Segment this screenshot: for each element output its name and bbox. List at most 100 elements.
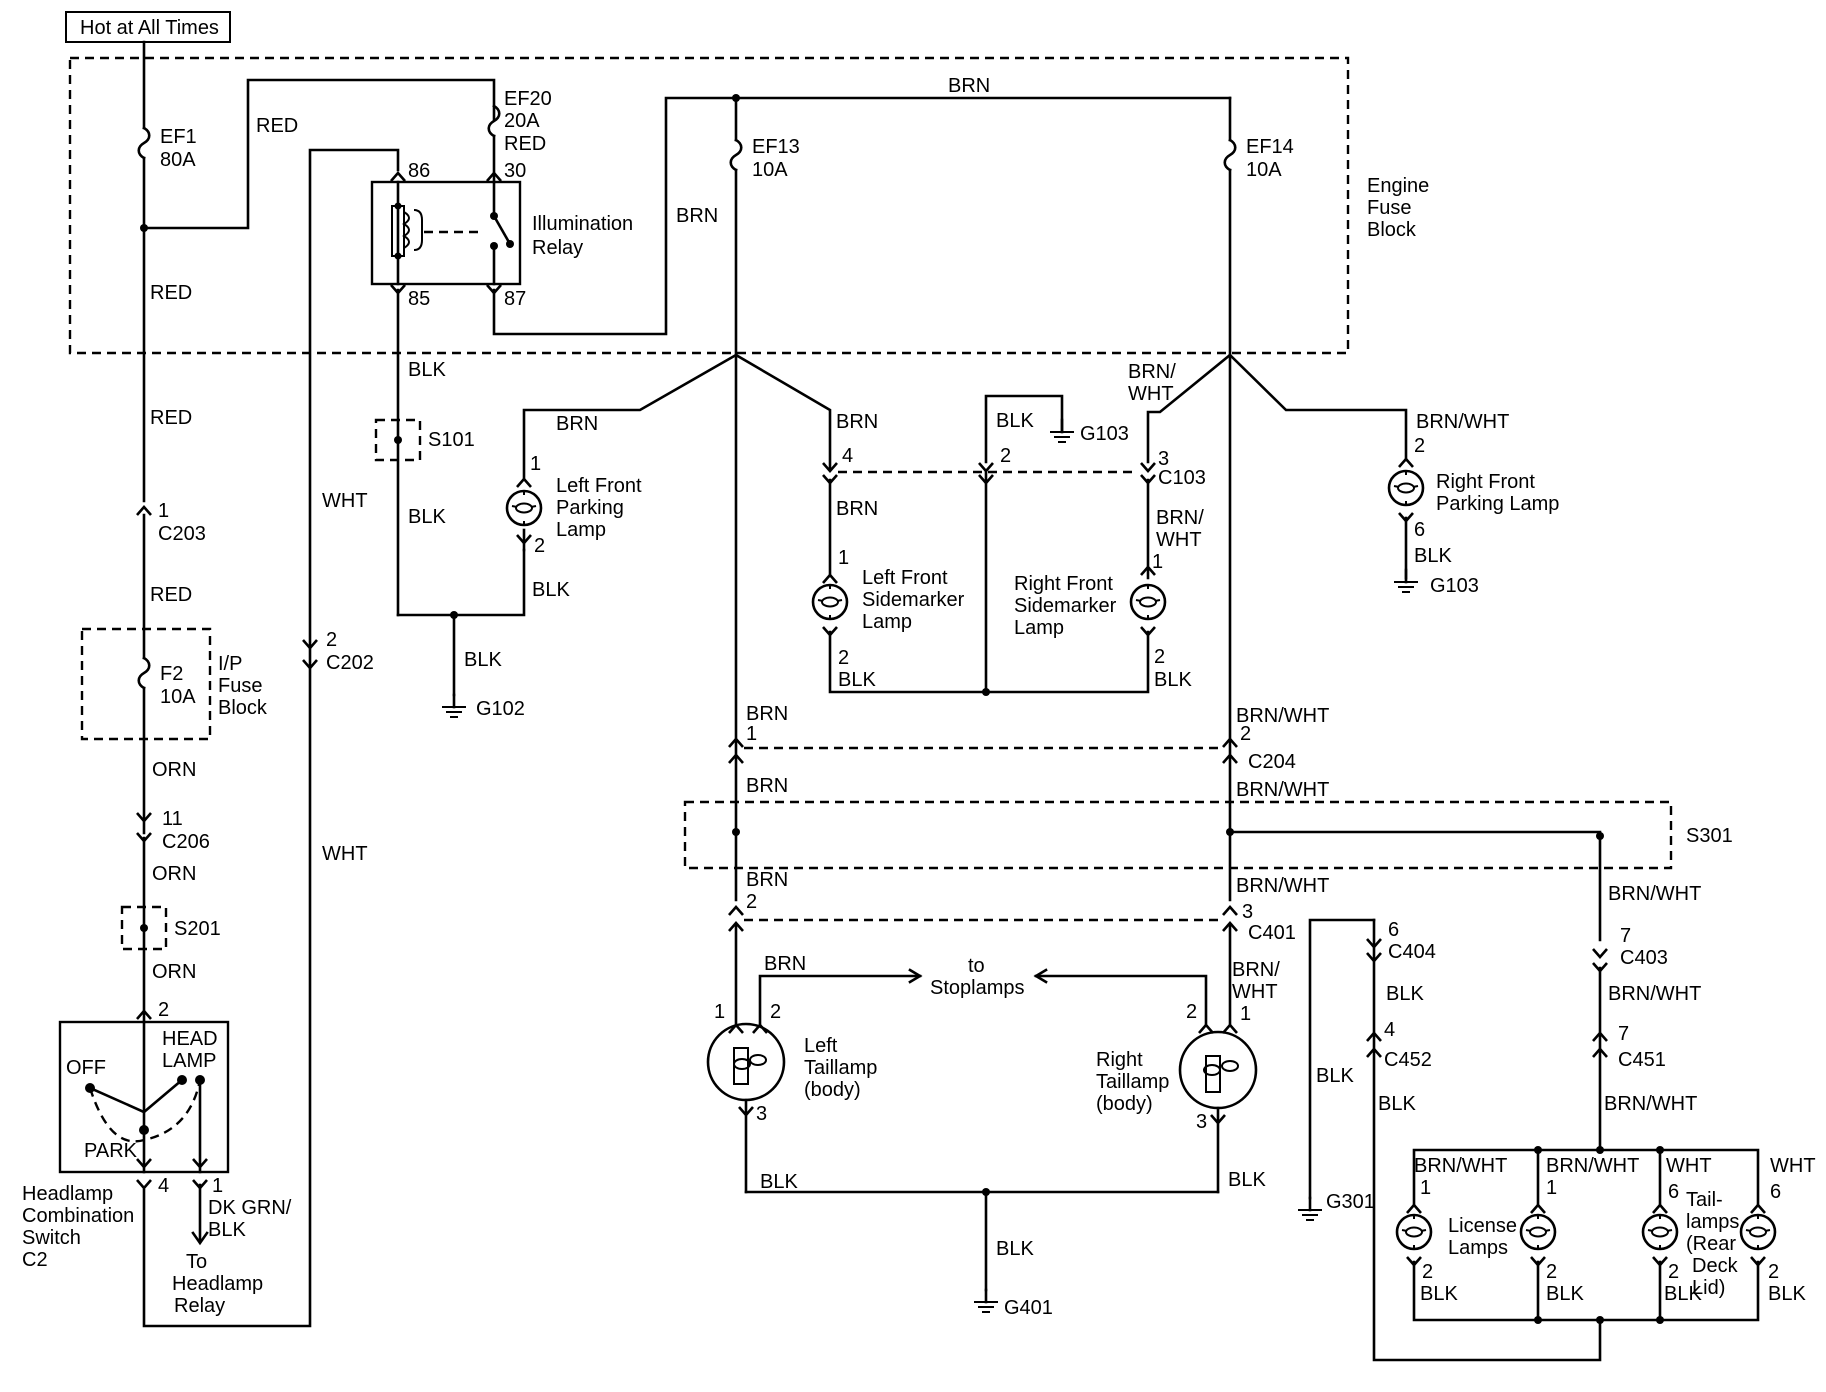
ef20-label: EF20 <box>504 88 552 110</box>
rfs-pin-1: 1 <box>1152 551 1163 573</box>
ll-label-2: Lamps <box>1448 1237 1508 1259</box>
wire-blk-tl2: BLK <box>1768 1283 1806 1305</box>
lt-label-2: Taillamp <box>804 1057 877 1079</box>
wire-blk-g102: BLK <box>464 649 502 671</box>
c452-label: C452 <box>1384 1049 1432 1071</box>
ip-fuse-block-1: I/P <box>218 653 242 675</box>
ef20-rating: 20A <box>504 110 540 132</box>
wire-red-2: RED <box>150 282 192 304</box>
wire-red-3: RED <box>150 407 192 429</box>
wire-brn-wht-s301: BRN/WHT <box>1236 779 1329 801</box>
tl1-pin-6: 6 <box>1668 1181 1679 1203</box>
ip-fuse-block-2: Fuse <box>218 675 262 697</box>
wire-wht-tl1: WHT <box>1666 1155 1712 1177</box>
rfs-label-2: Sidemarker <box>1014 595 1117 617</box>
g102-label: G102 <box>476 698 525 720</box>
tl2-pin-2: 2 <box>1768 1261 1779 1283</box>
c103-pin-2: 2 <box>1000 445 1011 467</box>
ll2-pin-2: 2 <box>1546 1261 1557 1283</box>
wire-red-1: RED <box>256 115 298 137</box>
wire-brn-lfs: BRN <box>836 411 878 433</box>
to-stoplamps: to Stoplamps <box>930 955 1025 999</box>
wire-brn-wht-c204: BRN/WHT <box>1236 705 1329 727</box>
wire-dkgrn-1: DK GRN/ <box>208 1197 292 1219</box>
rfp-label-2: Parking Lamp <box>1436 493 1559 515</box>
wire-brn-wht-c401: BRN/WHT <box>1236 875 1329 897</box>
wire-wht-1: WHT <box>322 490 368 512</box>
engine-fuse-block-label-2: Fuse <box>1367 197 1411 219</box>
s301-label: S301 <box>1686 825 1733 847</box>
right-front-parking-lamp: BRN/WHT 2 6 BLK G103 Right Front Parking… <box>1228 353 1559 597</box>
g301-label: G301 <box>1326 1191 1375 1213</box>
wire-wht-2: WHT <box>322 843 368 865</box>
wire-brn-wht-c403: BRN/WHT <box>1608 883 1701 905</box>
g103-sidemarker-ground: 2 BLK G103 <box>977 394 1129 694</box>
sw-pin-1: 1 <box>212 1175 223 1197</box>
switch-park: PARK <box>84 1140 138 1162</box>
wire-blk-c452: BLK <box>1378 1093 1416 1115</box>
wire-blk-g301: BLK <box>1316 1065 1354 1087</box>
right-taillamp: BRN/ WHT 2 1 3 Right Taillamp (body) <box>1033 924 1280 1194</box>
tl-label-4: Deck <box>1692 1255 1739 1277</box>
rear-harness-connectors: BRN 1 BRN/WHT 2 C204 BRN BRN/WHT S301 BR… <box>683 703 1733 944</box>
relay-ground-circuit: BLK S101 BLK BLK G102 <box>374 288 526 720</box>
rt-label-3: (body) <box>1096 1093 1153 1115</box>
c206-label: C206 <box>162 831 210 853</box>
lfp-label-1: Left Front <box>556 475 642 497</box>
wire-brn-wht-rfs-4: WHT <box>1156 529 1202 551</box>
c404-pin: 6 <box>1388 919 1399 941</box>
lt-label-1: Left <box>804 1035 838 1057</box>
rfp-pin-2: 2 <box>1414 435 1425 457</box>
lfs-pin-1: 1 <box>838 547 849 569</box>
wire-brn-lfs2: BRN <box>836 498 878 520</box>
rt-label-2: Taillamp <box>1096 1071 1169 1093</box>
ef13-rating: 10A <box>752 159 788 181</box>
wire-orn-3: ORN <box>152 961 196 983</box>
c452-pin: 4 <box>1384 1019 1395 1041</box>
ef13-label: EF13 <box>752 136 800 158</box>
rt-pin-2: 2 <box>1186 1001 1197 1023</box>
c103-label: C103 <box>1158 467 1206 489</box>
lfs-pin-2: 2 <box>838 647 849 669</box>
s101-label: S101 <box>428 429 475 451</box>
wire-blk-85: BLK <box>408 359 446 381</box>
tl2-pin-6: 6 <box>1770 1181 1781 1203</box>
c202-label: C202 <box>326 652 374 674</box>
wire-blk-rt: BLK <box>1228 1169 1266 1191</box>
wire-brn-wht-rt-1: BRN/ <box>1232 959 1280 981</box>
c401-pin-3: 3 <box>1242 901 1253 923</box>
wire-brn-wht-c403b: BRN/WHT <box>1608 983 1701 1005</box>
wire-brn-c204: BRN <box>746 703 788 725</box>
brn-bus: BRN BRN EF13 10A EF14 10A <box>492 75 1294 902</box>
lt-pin-3: 3 <box>756 1103 767 1125</box>
s201-label: S201 <box>174 918 221 940</box>
wire-brn-s301: BRN <box>746 775 788 797</box>
to-headlamp-relay-circuit: DK GRN/ BLK To Headlamp Relay <box>172 1183 292 1317</box>
sw-pin-4: 4 <box>158 1175 169 1197</box>
c401-pin-2: 2 <box>746 891 757 913</box>
wire-blk-ll2: BLK <box>1546 1283 1584 1305</box>
g103a-label: G103 <box>1080 423 1129 445</box>
switch-head: HEAD <box>162 1028 218 1050</box>
wire-brn-relay: BRN <box>676 205 718 227</box>
rfs-pin-2: 2 <box>1154 646 1165 668</box>
wht-circuit: WHT 2 C202 WHT <box>142 148 400 1328</box>
wire-blk-c404: BLK <box>1386 983 1424 1005</box>
wire-brn-wht-rfs-3: BRN/ <box>1156 507 1204 529</box>
wire-blk-g103: BLK <box>996 410 1034 432</box>
wire-blk-tl1: BLK <box>1664 1283 1702 1305</box>
wire-brn-lfp: BRN <box>556 413 598 435</box>
headlamp-combination-switch: OFF HEAD LAMP PARK 4 1 Headlamp Combinat… <box>22 1020 230 1271</box>
tl-label-3: (Rear <box>1686 1233 1736 1255</box>
wire-blk-g401: BLK <box>996 1238 1034 1260</box>
right-front-sidemarker-lamp: BRN/ WHT 3 C103 BRN/ WHT 1 2 BLK Right F… <box>1014 353 1232 691</box>
lfs-label-1: Left Front <box>862 567 948 589</box>
lt-pin-1: 1 <box>714 1001 725 1023</box>
relay-pin-85: 85 <box>408 288 430 310</box>
left-front-sidemarker-lamp: BRN 4 BRN 1 2 BLK Left Front Sidemarker … <box>734 353 1150 696</box>
c204-pin-2: 2 <box>1240 723 1251 745</box>
relay-pin-86: 86 <box>408 160 430 182</box>
wire-blk-lfp: BLK <box>532 579 570 601</box>
lfp-label-3: Lamp <box>556 519 606 541</box>
